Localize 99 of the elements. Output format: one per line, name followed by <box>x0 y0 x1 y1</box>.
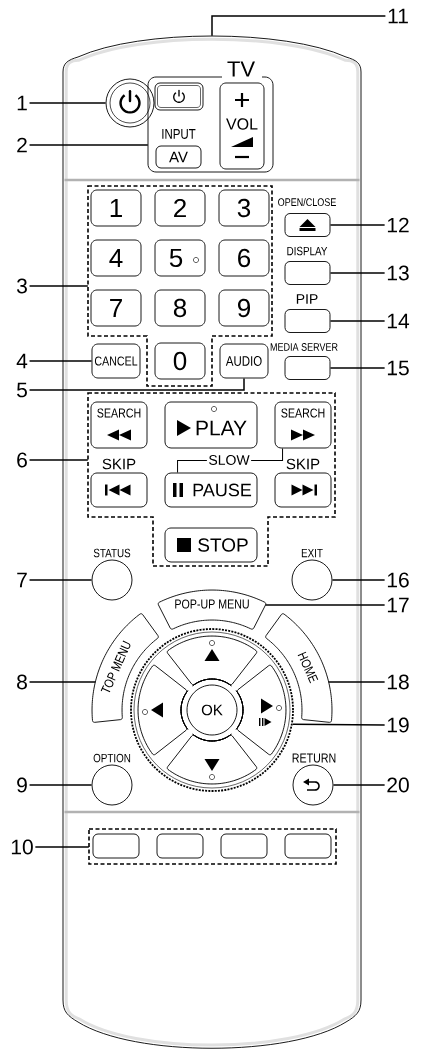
remote-button <box>220 833 268 859</box>
remote-button: AUDIO <box>219 343 269 379</box>
remote-button: MEDIA SERVER <box>270 343 338 380</box>
arrow-key <box>137 664 189 756</box>
number-key: 6 <box>218 239 270 277</box>
arrow-key <box>166 635 258 687</box>
number-key: 0 <box>154 342 206 380</box>
leader-line <box>329 224 386 226</box>
callout-number: 3 <box>16 278 27 294</box>
arrow-key <box>235 664 287 756</box>
callout-number: 12 <box>387 217 409 233</box>
power-button <box>154 82 204 111</box>
callout-number: 10 <box>11 839 33 855</box>
callout-number: 20 <box>387 777 409 793</box>
curved-button: TOP MENU <box>91 613 159 723</box>
round-button: STATUS <box>91 548 133 601</box>
number-key: 8 <box>154 289 206 327</box>
power-button <box>105 78 155 128</box>
leader-line <box>264 604 386 606</box>
eject-button: OPEN/CLOSE <box>278 197 336 237</box>
edge-label: SLOW <box>206 453 252 467</box>
leader-line <box>329 320 386 322</box>
node-label: INPUT <box>162 129 196 139</box>
callout-number: 5 <box>17 382 27 398</box>
callout-number: 16 <box>387 572 409 588</box>
round-button: RETURN <box>292 753 336 806</box>
dashed-group-outline <box>88 828 337 865</box>
number-key: 5 <box>154 239 206 277</box>
arrow-key <box>166 733 258 785</box>
remote-button: PAUSE <box>164 472 258 508</box>
leader-line <box>28 285 89 287</box>
leader-line <box>28 360 93 362</box>
leader-line <box>329 367 386 369</box>
node-label: MEDIA SERVER <box>270 343 338 351</box>
volume-button: VOL <box>219 82 265 170</box>
node-label: DISPLAY <box>287 246 328 256</box>
leader-line <box>28 102 107 104</box>
node-label: PIP <box>296 294 318 304</box>
leader-line <box>211 15 387 37</box>
remote-button: SKIP <box>90 458 148 508</box>
node-label: SKIP <box>102 458 136 470</box>
dashed-group-outline <box>87 392 336 567</box>
leader-line <box>28 681 97 683</box>
callout-number: 15 <box>387 360 409 376</box>
leader-line <box>28 459 89 461</box>
remote-button <box>92 833 140 859</box>
node-label: STATUS <box>93 548 131 558</box>
leader-line <box>331 579 386 581</box>
remote-button: PIP <box>284 294 331 333</box>
leader-line <box>327 681 386 683</box>
remote-button: CANCEL <box>91 343 141 379</box>
node-label: SKIP <box>286 458 320 470</box>
navigation-ring <box>130 628 294 792</box>
leader-line <box>28 144 149 146</box>
node-label: RETURN <box>292 753 336 763</box>
leader-line <box>329 272 386 274</box>
remote-button: SEARCH <box>274 401 332 449</box>
number-key: 7 <box>90 289 142 327</box>
callout-number: 11 <box>388 8 408 24</box>
leader-line <box>291 723 386 726</box>
number-key: 9 <box>218 289 270 327</box>
round-button: EXIT <box>291 548 333 601</box>
callout-number: 2 <box>17 137 27 153</box>
callout-number: 13 <box>387 265 409 281</box>
callout-number: 17 <box>387 597 409 613</box>
callout-number: 7 <box>17 572 27 588</box>
number-key: 4 <box>90 239 142 277</box>
leader-line <box>28 784 93 786</box>
callout-number: 19 <box>387 717 409 733</box>
node-label: OPEN/CLOSE <box>278 197 336 207</box>
callout-number: 1 <box>17 95 27 111</box>
callout-number: 8 <box>17 674 27 690</box>
remote-button: STOP <box>164 527 258 563</box>
callout-number: 18 <box>387 674 409 690</box>
leader-line <box>28 579 93 581</box>
round-button: OPTION <box>91 753 133 806</box>
ok-button: OK <box>186 684 238 736</box>
remote-button: SKIP <box>274 458 332 508</box>
leader-line <box>34 846 90 848</box>
leader-line <box>332 784 386 786</box>
number-key: 1 <box>90 189 142 227</box>
number-key: 2 <box>154 189 206 227</box>
node-label: EXIT <box>301 548 323 558</box>
remote-button: PLAY <box>164 401 258 449</box>
remote-button: SEARCH <box>90 401 148 449</box>
remote-button <box>156 833 204 859</box>
input-button: INPUT AV <box>155 129 202 169</box>
remote-body <box>62 35 362 1049</box>
callout-number: 9 <box>17 777 27 793</box>
node-label: OPTION <box>93 753 131 763</box>
number-key: 3 <box>218 189 270 227</box>
remote-button: DISPLAY <box>284 246 331 285</box>
curved-button: POP-UP MENU <box>157 589 267 630</box>
remote-button <box>284 833 332 859</box>
callout-number: 4 <box>16 353 28 369</box>
callout-number: 14 <box>387 313 410 329</box>
leader-line <box>28 377 245 391</box>
callout-number: 6 <box>17 452 27 468</box>
curved-button: HOME <box>265 613 333 723</box>
